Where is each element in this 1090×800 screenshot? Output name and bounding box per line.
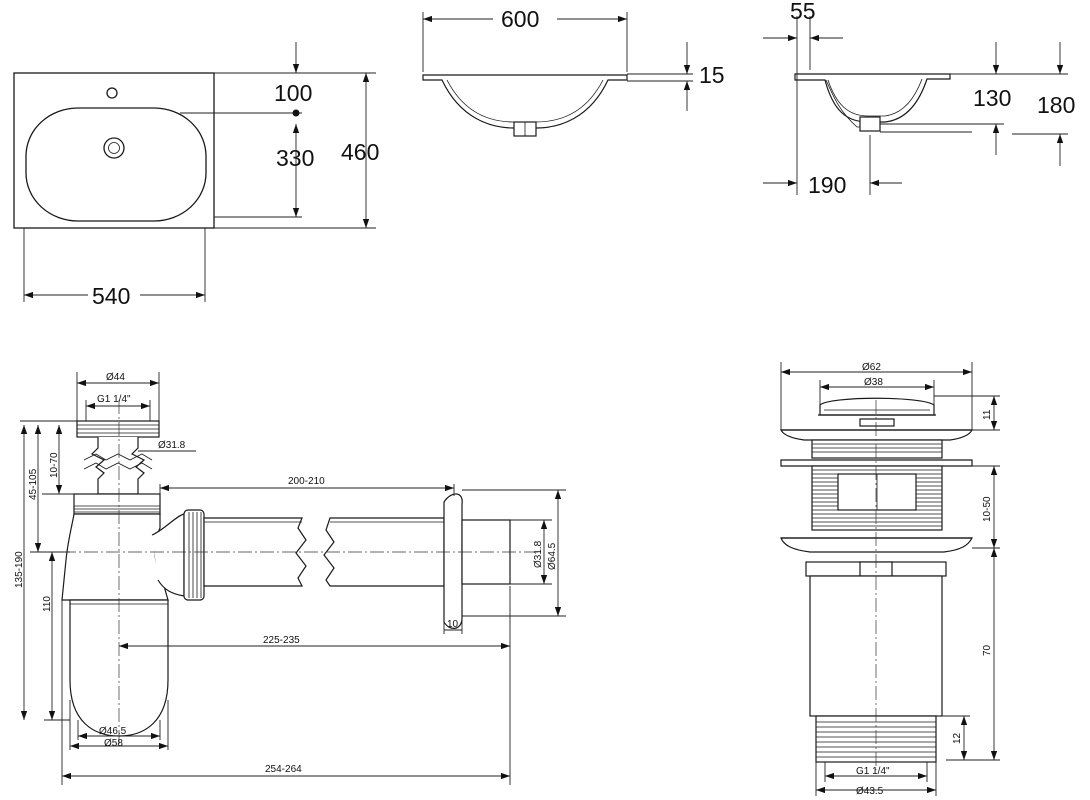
basin-top-view: 100 330 460 540: [13, 42, 379, 309]
basin-front-shell: [422, 74, 628, 129]
basin-outline: [13, 72, 215, 229]
dim-drain-bottom-diameter: Ø43.5: [856, 786, 884, 797]
dim-drain-setback: 190: [808, 172, 846, 198]
drain-cap: [819, 397, 935, 416]
dim-siphon-outlet-tube: Ø31.8: [533, 540, 544, 568]
dim-basin-width: 540: [92, 283, 130, 309]
dim-drain-offset: 330: [276, 145, 314, 171]
drain-hole: [103, 137, 125, 159]
dim-drain-cap-height: 11: [982, 409, 993, 420]
dim-overall-height: 180: [1037, 92, 1075, 118]
dim-drain-thread-length: 12: [952, 732, 963, 744]
dim-siphon-cup-outer: Ø58: [104, 738, 123, 749]
dim-drain-flange-diameter: Ø62: [862, 362, 881, 373]
dim-siphon-cup-inner: Ø46.5: [99, 726, 127, 737]
dim-basin-depth: 460: [341, 139, 379, 165]
dim-tap-offset: 100: [274, 80, 312, 106]
tap-hole: [106, 87, 118, 99]
dim-siphon-outlet-flange: Ø64.5: [547, 542, 558, 570]
basin-side-view: 55 130 180 190: [763, 0, 1075, 198]
dim-siphon-overall-length: 254-264: [265, 764, 302, 775]
drain-flange: [780, 429, 973, 441]
dim-siphon-body-height: 110: [42, 596, 53, 612]
drain-seal-flange: [780, 537, 973, 553]
dim-basin-front-width: 600: [501, 6, 539, 32]
dim-drain-cap-diameter: Ø38: [864, 377, 883, 388]
siphon-wall-flange: [443, 493, 463, 629]
siphon-body: [61, 513, 169, 601]
dim-siphon-tube-diameter: Ø31.8: [158, 440, 186, 451]
dim-drain-thread: G1 1/4": [856, 766, 890, 777]
dim-siphon-vertical-a: 10-70: [49, 452, 60, 478]
dim-rim-lip: 55: [790, 0, 816, 24]
dim-siphon-vertical-total: 135-190: [14, 551, 25, 588]
dim-siphon-thread: G1 1/4": [97, 394, 131, 405]
dim-siphon-flange-thickness: 10: [447, 619, 459, 630]
dim-siphon-top-diameter: Ø44: [106, 372, 125, 383]
dim-siphon-outlet-center: 225-235: [263, 635, 300, 646]
bottle-siphon-view: Ø44 G1 1/4" Ø31.8 10-70 45-105 135-190 1…: [14, 372, 566, 785]
drain-lock-nut: [780, 459, 973, 467]
dim-rim-thickness: 15: [699, 62, 725, 88]
basin-bowl: [25, 107, 207, 222]
dim-drain-body-length: 70: [982, 644, 993, 656]
dim-bowl-depth: 130: [973, 85, 1011, 111]
popup-drain-view: Ø62 Ø38 11 10-50 70 12 G1 1/4" Ø43.5: [780, 362, 1000, 797]
basin-front-view: 600 15: [422, 6, 725, 137]
basin-side-shell: [794, 73, 951, 123]
siphon-coupling-nut: [73, 493, 161, 515]
dim-siphon-horizontal-pipe: 200-210: [288, 476, 325, 487]
dim-siphon-vertical-b: 45-105: [28, 468, 39, 500]
dim-drain-adjust-range: 10-50: [982, 496, 993, 522]
